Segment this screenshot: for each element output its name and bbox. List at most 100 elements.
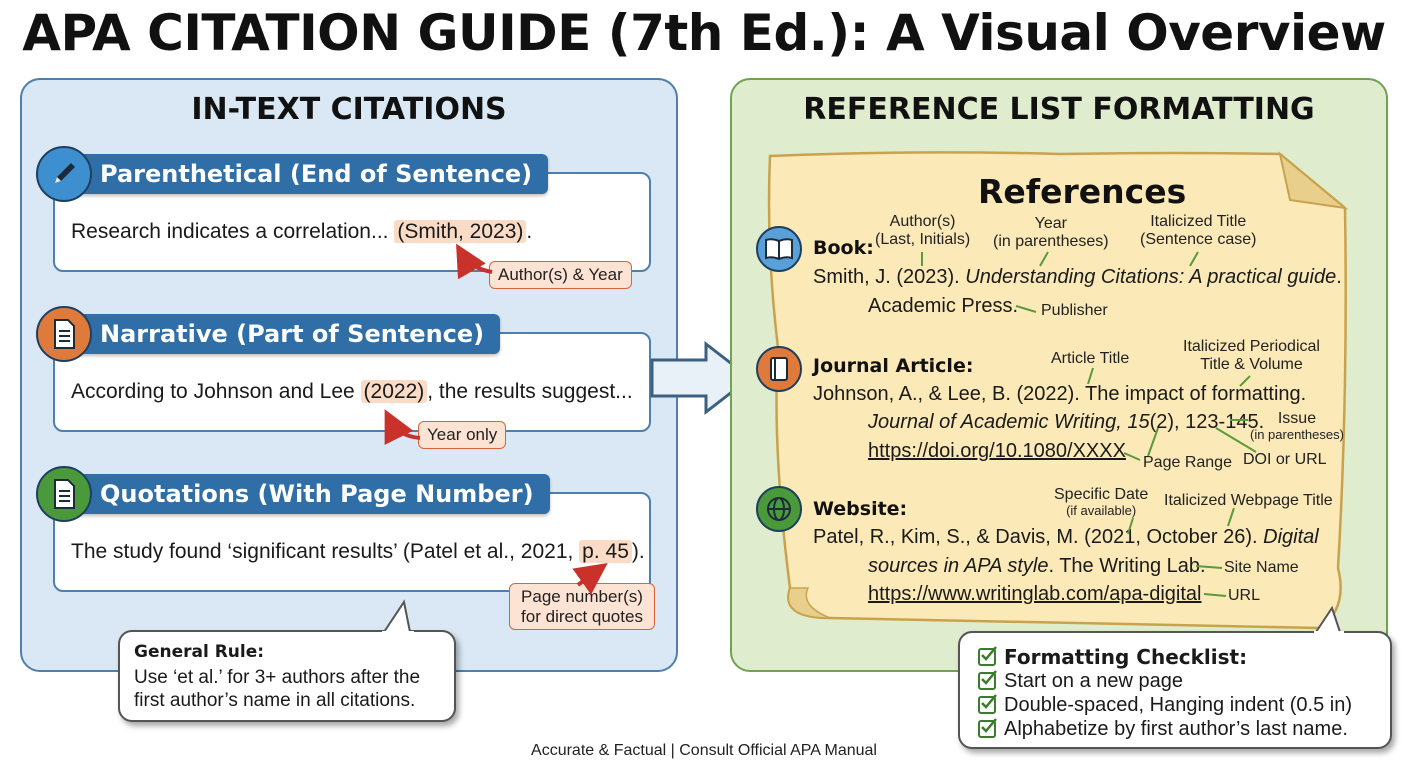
big-arrow [650,340,753,416]
example-text-end: . [526,220,533,243]
paper-sheet [767,151,1349,630]
website-title-end: sources in APA style [868,555,1049,577]
book-line-end: . [1336,266,1342,288]
anno-line: Year [1034,215,1067,232]
in-text-citations-heading: IN-TEXT CITATIONS [191,92,507,127]
checklist-item: Double-spaced, Hanging indent (0.5 in) [978,693,1352,717]
example-text: Research indicates a correlation... [71,220,395,243]
highlight-year: (2022) [360,380,428,403]
anno-line: (in parentheses) [1250,426,1344,442]
rule-line: first author’s name in all citations. [134,690,416,711]
bubble-tail [382,599,414,636]
arrow-to-page [572,563,608,595]
anno-line: (Sentence case) [1140,230,1257,248]
arrow-to-author-year [456,243,493,280]
general-rule-title: General Rule: [134,642,265,662]
website-site-name: . The Writing Lab. [1048,555,1206,577]
example-text: According to Johnson and Lee [71,380,361,403]
document-icon [36,306,92,362]
page-number-tag: Page number(s) for direct quotes [509,583,655,631]
highlight-page: p. 45 [579,540,632,563]
anno-line: Title & Volume [1200,355,1303,373]
anno-italic-title: Italicized Title (Sentence case) [1140,213,1257,248]
website-line-1: Patel, R., Kim, S., & Davis, M. (2021, O… [813,526,1319,549]
anno-doi: DOI or URL [1243,451,1327,468]
checklist-item-text: Double-spaced, Hanging indent (0.5 in) [1004,693,1352,716]
anno-issue: Issue (in parentheses) [1250,410,1344,442]
general-rule-text: Use ‘et al.’ for 3+ authors after the fi… [134,666,420,712]
checklist-title-row: Formatting Checklist: [978,645,1352,669]
pen-icon [36,146,92,202]
general-rule-bubble: General Rule: Use ‘et al.’ for 3+ author… [118,630,456,722]
parenthetical-example: Research indicates a correlation... (Smi… [71,220,532,244]
globe-icon [756,486,802,532]
anno-line: (Last, Initials) [875,230,971,248]
anno-line: (if available) [1066,502,1137,518]
reference-list-heading: REFERENCE LIST FORMATTING [803,92,1315,127]
highlight-author-year: (Smith, 2023) [394,220,527,243]
journal-icon [756,346,802,392]
example-text: The study found ‘significant results’ (P… [71,540,580,563]
checkbox-icon [978,694,997,714]
example-text-end: , the results suggest... [427,380,633,403]
anno-periodical: Italicized Periodical Title & Volume [1183,338,1320,373]
anno-publisher: Publisher [1041,302,1108,319]
checklist-item-text: Alphabetize by first author’s last name. [1004,717,1348,740]
checklist-item-text: Start on a new page [1004,669,1184,692]
year-only-tag: Year only [418,421,507,449]
book-authors-year: Smith, J. (2023). [813,266,966,288]
checkbox-icon [978,670,997,690]
book-line-1: Smith, J. (2023). Understanding Citation… [813,266,1342,289]
checklist-rows: Formatting Checklist: Start on a new pag… [978,645,1352,741]
journal-line-2: Journal of Academic Writing, 15(2), 123-… [868,411,1264,434]
journal-periodical: Journal of Academic Writing, 15 [868,411,1150,433]
journal-doi-link[interactable]: https://doi.org/10.1080/XXXX [868,440,1126,462]
tag-line: Page number(s) [521,587,643,606]
checkbox-icon [978,646,997,666]
anno-line: Author(s) [889,213,956,230]
parenthetical-header: Parenthetical (End of Sentence) [56,154,549,194]
anno-page-range: Page Range [1143,454,1232,471]
website-url-link[interactable]: https://www.writinglab.com/apa-digital [868,583,1202,605]
checklist-item: Start on a new page [978,669,1352,693]
anno-line: Specific Date [1054,486,1149,503]
formatting-checklist: Formatting Checklist: Start on a new pag… [958,631,1392,749]
references-heading: References [978,172,1187,211]
anno-line: Italicized Periodical [1183,338,1320,355]
checkbox-icon [978,718,997,738]
anno-line: Issue [1277,410,1317,427]
website-title-start: Digital [1263,526,1319,548]
footer-note: Accurate & Factual | Consult Official AP… [531,742,877,759]
checklist-title: Formatting Checklist: [1004,645,1248,669]
website-authors-date: Patel, R., Kim, S., & Davis, M. (2021, O… [813,526,1264,548]
narrative-example: According to Johnson and Lee (2022), the… [71,380,633,404]
website-line-2: sources in APA style. The Writing Lab. [868,555,1206,578]
quotation-header: Quotations (With Page Number) [56,474,550,514]
journal-issue-pages: (2), 123-145. [1149,411,1265,433]
quotation-example: The study found ‘significant results’ (P… [71,540,645,564]
checklist-bubble-tail [1314,605,1344,636]
journal-line-1: Johnson, A., & Lee, B. (2022). The impac… [813,383,1307,405]
anno-line: Italicized Title [1150,213,1247,230]
anno-webpage-title: Italicized Webpage Title [1164,492,1333,509]
arrow-to-year [384,409,421,446]
tag-line: for direct quotes [521,606,643,626]
narrative-header: Narrative (Part of Sentence) [56,314,501,354]
document-icon [36,466,92,522]
author-year-tag: Author(s) & Year [489,261,632,289]
anno-site-name: Site Name [1224,559,1299,576]
anno-year: Year (in parentheses) [993,215,1109,250]
website-label: Website: [813,498,908,520]
anno-line: (in parentheses) [993,232,1109,250]
book-icon [756,226,802,272]
book-label: Book: [813,237,874,259]
rule-line: Use ‘et al.’ for 3+ authors after the [134,667,421,688]
example-text-end: ). [631,540,645,563]
anno-url: URL [1228,587,1261,604]
book-title: Understanding Citations: A practical gui… [965,266,1337,288]
anno-article-title: Article Title [1051,350,1130,367]
page-title: APA CITATION GUIDE (7th Ed.): A Visual O… [22,4,1386,62]
anno-author: Author(s) (Last, Initials) [875,213,970,248]
